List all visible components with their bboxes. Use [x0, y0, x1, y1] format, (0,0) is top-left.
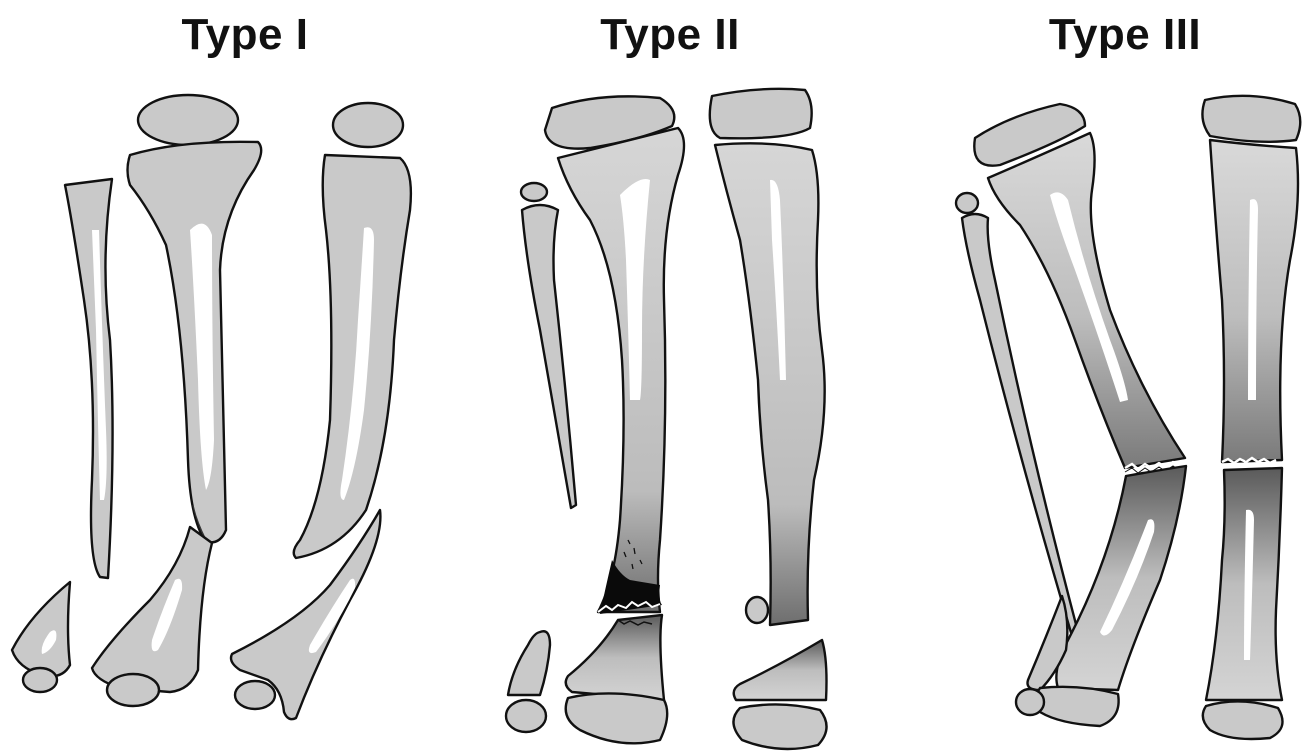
tibia-epiphysis-top	[138, 95, 238, 145]
fibula-distal-epiphysis	[23, 668, 57, 692]
lateral-view-epiphysis-top	[333, 103, 403, 147]
panel-type-2	[506, 89, 827, 749]
fibula-shaft	[522, 205, 576, 508]
lateral-view-epiphysis-top	[710, 89, 812, 138]
fibula-distal-fragment	[508, 631, 550, 695]
lateral-view-shaft	[715, 143, 825, 625]
lateral-view-ossicle	[746, 597, 768, 623]
fibula-shaft	[65, 179, 113, 578]
talus	[1036, 687, 1119, 726]
lateral-view-talus	[1203, 701, 1283, 739]
lateral-view-talus	[733, 704, 826, 749]
lateral-view-shaft	[294, 155, 411, 558]
lateral-view-distal-shaft	[1206, 468, 1282, 700]
fibula-distal-fragment	[12, 582, 70, 676]
fibula-head	[956, 193, 978, 213]
talus	[566, 693, 667, 743]
tibia-distal-shaft	[1056, 466, 1186, 690]
fibula-head	[521, 183, 547, 201]
tibia-distal-epiphysis	[107, 674, 159, 706]
tibia-distal-fragment	[566, 615, 664, 700]
lateral-view-distal-fragment	[734, 640, 827, 700]
lateral-view-distal-epiphysis	[235, 681, 275, 709]
tibia-shaft	[128, 142, 262, 543]
fibula-distal-epiphysis	[1016, 689, 1044, 715]
panel-type-3	[956, 96, 1300, 739]
panel-type-1	[12, 95, 411, 719]
lateral-view-epiphysis-top	[1202, 96, 1300, 142]
fibula-distal-epiphysis	[506, 700, 546, 732]
